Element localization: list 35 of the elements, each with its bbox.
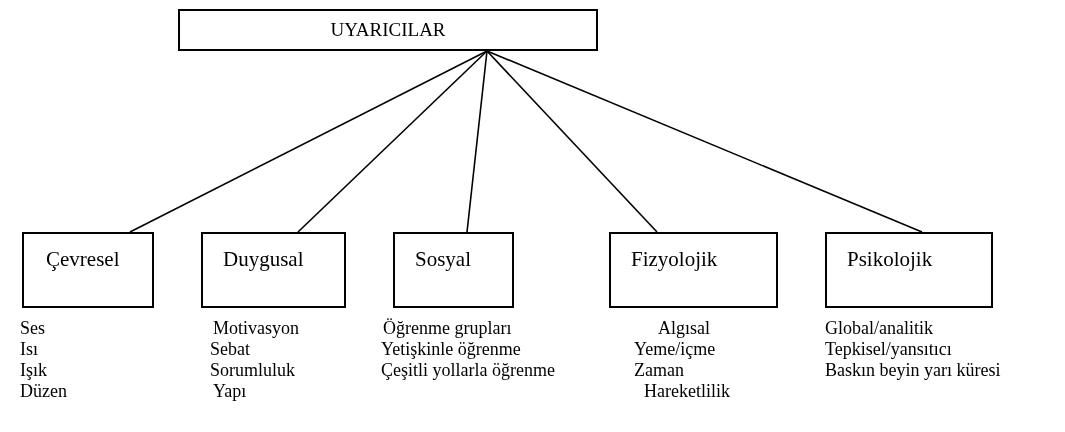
box-label: Çevresel <box>46 246 120 273</box>
root-box <box>178 9 598 51</box>
list-item: Hareketlilik <box>644 381 730 401</box>
list-item: Zaman <box>634 360 684 380</box>
list-item: Sorumluluk <box>210 360 295 380</box>
list-item: Isı <box>20 339 38 359</box>
box-label: Fizyolojik <box>631 246 718 273</box>
list-item: Işık <box>20 360 47 380</box>
list-item: Öğrenme grupları <box>383 318 512 338</box>
connector-line <box>129 50 488 233</box>
connector-line <box>297 50 488 233</box>
category-box <box>201 232 346 308</box>
connector-line <box>486 50 923 233</box>
box-label: Duygusal <box>223 246 304 273</box>
list-item: Tepkisel/yansıtıcı <box>825 339 952 359</box>
list-item: Sebat <box>210 339 250 359</box>
box-label: Sosyal <box>415 246 471 273</box>
box-label: UYARICILAR <box>330 17 446 42</box>
list-item: Yeme/içme <box>634 339 716 359</box>
list-item: Yetişkinle öğrenme <box>381 339 521 359</box>
category-box <box>22 232 154 308</box>
connector-line <box>466 50 488 233</box>
list-item: Çeşitli yollarla öğrenme <box>381 360 555 380</box>
box-label: Psikolojik <box>847 246 933 273</box>
list-item: Ses <box>20 318 45 338</box>
connector-line <box>486 50 658 233</box>
list-item: Baskın beyin yarı küresi <box>825 360 1001 380</box>
list-item: Düzen <box>20 381 67 401</box>
category-box <box>825 232 993 308</box>
list-item: Global/analitik <box>825 318 933 338</box>
list-item: Algısal <box>658 318 710 338</box>
category-box <box>393 232 514 308</box>
category-box <box>609 232 778 308</box>
list-item: Motivasyon <box>213 318 299 338</box>
list-item: Yapı <box>213 381 247 401</box>
